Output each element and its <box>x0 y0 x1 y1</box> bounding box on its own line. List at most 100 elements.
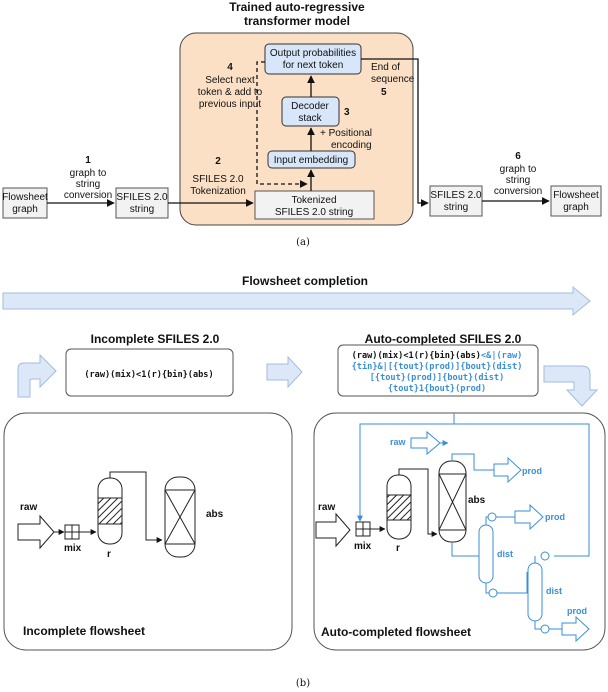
step5-line1: End of <box>371 62 400 73</box>
step5-line2: sequence <box>371 74 415 85</box>
blue-abs-bottom-line <box>451 542 480 557</box>
flowsheet-graph-input-line1: Flowsheet <box>2 192 48 203</box>
prod1-label: prod <box>522 466 542 476</box>
auto-raw-blue-feed <box>410 430 441 456</box>
step2-line2: Tokenization <box>190 186 246 197</box>
step2-line1: SFILES 2.0 <box>192 174 244 185</box>
incomplete-sfiles-title: Incomplete SFILES 2.0 <box>91 332 220 346</box>
step4-number: 4 <box>227 62 233 73</box>
output-probabilities-line1: Output probabilities <box>270 48 356 59</box>
step1-line2: string <box>76 179 100 190</box>
model-title-line1: Trained auto-regressive <box>229 0 365 14</box>
blue-recycle-top <box>453 413 590 557</box>
output-probabilities-line2: for next token <box>283 60 344 71</box>
step6-line1: graph to <box>500 164 537 175</box>
tokenized-line1: Tokenized <box>291 195 336 206</box>
step4-line1: Select next <box>205 75 255 86</box>
auto-reactor-bed <box>386 494 412 521</box>
dist2-condenser <box>540 551 550 561</box>
auto-sfiles-line1-blue: <&|(raw) <box>481 351 522 361</box>
decoder-line2: stack <box>298 113 322 124</box>
prod2-label: prod <box>545 512 565 522</box>
incomplete-flowsheet-panel <box>3 412 293 651</box>
prod2-arrow <box>514 503 544 531</box>
auto-sfiles-line2: {tin}&|[{tout}(prod)]{bout}(dist) <box>352 361 523 372</box>
auto-absorber-cross-2 <box>438 473 467 531</box>
sfiles-string-output-box <box>429 185 483 217</box>
tokenized-string-box <box>254 190 375 220</box>
incomplete-sfiles-box <box>65 348 234 397</box>
positional-line1: + Positional <box>320 128 372 139</box>
incomplete-sfiles-string: (raw)(mix)<1(r){bin}(abs) <box>84 369 213 380</box>
dist1-top-line <box>485 516 519 525</box>
incomplete-absorber-label: abs <box>206 509 224 520</box>
tokenized-line2: SFILES 2.0 string <box>275 207 353 218</box>
dist2-reboiler <box>540 624 550 634</box>
prod3-arrow <box>561 615 590 643</box>
dist1-bottom-line <box>485 572 528 594</box>
dist2-column <box>527 562 543 622</box>
incomplete-reactor-bed <box>97 497 123 525</box>
step6-line2: string <box>506 175 530 186</box>
sfiles-string-input-line1: SFILES 2.0 <box>116 192 168 203</box>
step1-line3: conversion <box>64 190 112 201</box>
positional-line2: encoding <box>331 140 372 151</box>
dist2-bottom-line <box>534 621 567 630</box>
incomplete-mix-label: mix <box>64 543 82 554</box>
prod3-label: prod <box>567 606 587 616</box>
auto-raw-feed-arrow <box>315 512 351 548</box>
auto-completed-sfiles-title: Auto-completed SFILES 2.0 <box>365 332 522 346</box>
auto-sfiles-line1-black: (raw)(mix)<1(r){bin}(abs) <box>352 350 481 361</box>
auto-mix-label: mix <box>354 541 372 552</box>
incomplete-raw-label: raw <box>20 502 37 513</box>
auto-sfiles-line4: {tout}1{bout}(prod) <box>388 384 486 394</box>
incomplete-reactor-label: r <box>107 549 111 560</box>
step4-line3: previous input <box>199 99 261 110</box>
auto-sfiles-line3: [{tout}(prod)]{bout}(dist) <box>370 372 505 383</box>
auto-flowsheet-label: Auto-completed flowsheet <box>321 625 471 639</box>
incomplete-absorber-cross-2 <box>164 489 196 545</box>
completion-banner-arrow <box>2 285 591 317</box>
bent-arrow-right <box>543 365 599 407</box>
sfiles-string-output-line1: SFILES 2.0 <box>430 190 482 201</box>
step3-number: 3 <box>344 107 350 118</box>
auto-sfiles-line1: (raw)(mix)<1(r){bin}(abs)<&|(raw) <box>352 350 523 361</box>
flowsheet-graph-output-line1: Flowsheet <box>553 190 599 201</box>
flowsheet-graph-input-line2: graph <box>12 204 38 215</box>
dist1-condenser <box>487 512 497 522</box>
incomplete-reactor-to-absorber <box>109 471 163 543</box>
step6-line3: conversion <box>494 186 542 197</box>
bent-arrow-left <box>17 353 57 398</box>
flowsheet-completion-title: Flowsheet completion <box>242 274 368 288</box>
caption-a: (a) <box>296 237 310 248</box>
blue-recycle-to-mix <box>357 423 454 522</box>
middle-arrow <box>266 355 303 389</box>
model-title-line2: transformer model <box>244 14 350 28</box>
step2-number: 2 <box>215 156 221 167</box>
step5-number: 5 <box>381 87 387 98</box>
auto-reactor-label: r <box>396 543 400 554</box>
step4-line2: token & add to <box>198 87 263 98</box>
auto-reactor-to-absorber <box>398 468 438 537</box>
step1-line1: graph to <box>70 168 107 179</box>
sfiles-string-input-line2: string <box>130 204 154 215</box>
step1-number: 1 <box>85 155 91 166</box>
sfiles-string-output-line2: string <box>444 202 468 213</box>
dist1-reboiler <box>488 588 498 598</box>
auto-raw-blue-label: raw <box>390 437 407 447</box>
auto-raw-label: raw <box>318 502 335 513</box>
arrow-feedback-loop <box>256 61 308 188</box>
input-embedding-label: Input embedding <box>274 155 349 166</box>
dist1-label: dist <box>497 549 513 559</box>
incomplete-flowsheet-label: Incomplete flowsheet <box>23 624 145 638</box>
arrow-end-of-sequence <box>361 58 429 207</box>
model-panel <box>179 32 414 226</box>
flowsheet-graph-output-box <box>550 185 602 217</box>
prod1-arrow <box>493 456 522 484</box>
auto-completed-sfiles-box <box>337 344 539 397</box>
decoder-line1: Decoder <box>291 101 329 112</box>
sfiles-string-input-box <box>115 187 169 219</box>
auto-absorber-label: abs <box>468 495 486 506</box>
dist2-label: dist <box>546 586 562 596</box>
